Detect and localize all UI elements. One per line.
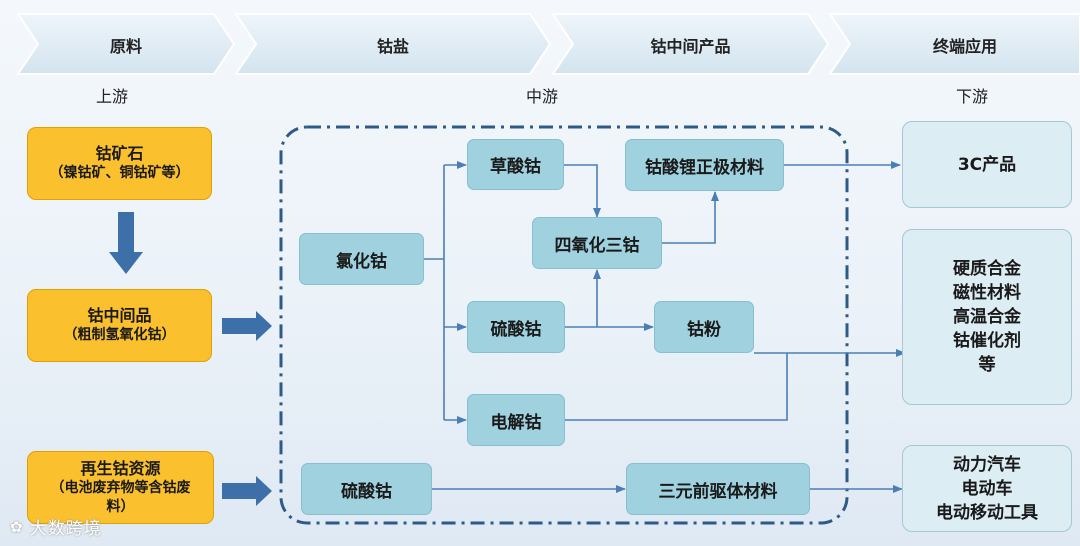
- stage-chevron-application: [828, 13, 1080, 75]
- node-app-alloys: 硬质合金 磁性材料 高温合金 钴催化剂 等: [902, 229, 1072, 405]
- stage-chevron-salt: [234, 13, 552, 75]
- stage-label-application: 终端应用: [932, 37, 997, 56]
- app-alloys-line: 磁性材料: [953, 283, 1021, 303]
- app-alloys-line: 高温合金: [953, 307, 1021, 327]
- block-arrow-recycled: [222, 476, 272, 506]
- node-electrolytic-cobalt: 电解钴: [467, 394, 565, 446]
- node-recycled-cobalt-sub: （电池废弃物等含钴废料）: [50, 479, 191, 515]
- node-app-ev: 动力汽车 电动车 电动移动工具: [902, 445, 1072, 532]
- node-recycled-cobalt: 再生钴资源 （电池废弃物等含钴废料）: [27, 451, 214, 524]
- stage-chevron-intermediate: [551, 13, 830, 75]
- stage-label-intermediate: 钴中间产品: [650, 37, 731, 56]
- node-cobalt-intermediate: 钴中间品 （粗制氢氧化钴）: [27, 289, 212, 362]
- tier-upstream: 上游: [96, 87, 129, 106]
- down-arrow: [109, 212, 143, 274]
- node-cobalt-ore-sub: （镍钴矿、铜钴矿等）: [49, 165, 190, 181]
- app-ev-line: 电动车: [961, 478, 1013, 499]
- node-cobalt-intermediate-sub: （粗制氢氧化钴）: [63, 327, 176, 343]
- connector-tetroxide-lco: [662, 191, 719, 244]
- tier-midstream: 中游: [526, 87, 559, 106]
- app-ev-line: 电动移动工具: [936, 502, 1038, 523]
- block-arrow-intermediate: [222, 311, 272, 341]
- app-ev-line: 动力汽车: [953, 454, 1021, 475]
- node-cobalt-ore-title: 钴矿石: [95, 144, 144, 163]
- node-cobalt-oxalate: 草酸钴: [467, 139, 564, 190]
- stage-label-raw: 原料: [109, 37, 142, 56]
- node-cobalt-intermediate-title: 钴中间品: [87, 306, 152, 325]
- node-cobalt-sulfate-bottom: 硫酸钴: [301, 463, 432, 515]
- app-alloys-line: 硬质合金: [953, 259, 1021, 279]
- app-alloys-line: 钴催化剂: [953, 331, 1021, 351]
- watermark: ✿ 大数跨境: [10, 514, 102, 540]
- watermark-logo-icon: ✿: [10, 517, 24, 536]
- node-cobalt-tetroxide: 四氧化三钴: [532, 217, 662, 269]
- node-cobalt-powder: 钴粉: [654, 301, 754, 353]
- stage-chevron-raw: [16, 13, 236, 75]
- midstream-region: [279, 125, 849, 525]
- app-3c-line: 3C产品: [957, 154, 1017, 175]
- node-cobalt-sulfate: 硫酸钴: [467, 301, 565, 353]
- node-cobalt-chloride: 氯化钴: [299, 233, 424, 285]
- connector-oxalate-tetroxide: [564, 164, 601, 218]
- connector-electrolytic-merge: [565, 353, 788, 421]
- tier-downstream: 下游: [956, 87, 989, 106]
- node-lco-cathode: 钴酸锂正极材料: [625, 139, 784, 191]
- node-app-3c: 3C产品: [902, 121, 1072, 208]
- watermark-text: 大数跨境: [29, 519, 102, 539]
- app-alloys-line: 等: [978, 355, 996, 375]
- node-ternary-precursor: 三元前驱体材料: [626, 463, 810, 515]
- node-recycled-cobalt-title: 再生钴资源: [80, 458, 161, 478]
- stage-label-salt: 钴盐: [376, 37, 409, 56]
- node-cobalt-ore: 钴矿石 （镍钴矿、铜钴矿等）: [27, 127, 212, 200]
